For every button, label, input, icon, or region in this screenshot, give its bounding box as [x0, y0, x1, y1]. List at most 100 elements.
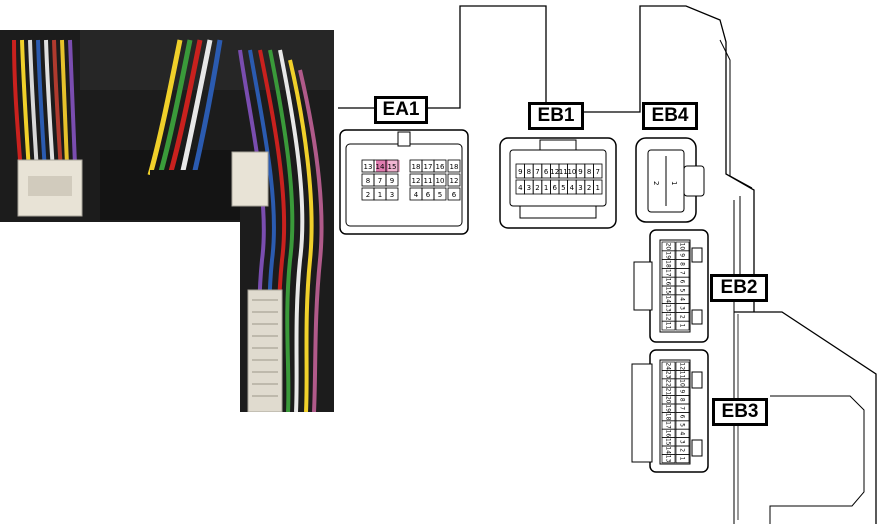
- ea1-pin-3: 3: [390, 191, 394, 199]
- ea1-pin-12: 12: [450, 177, 459, 185]
- eb1-pin-4: 4: [518, 184, 523, 192]
- eb1-pin-6: 6: [552, 184, 557, 192]
- eb3-pin-4: 4: [679, 431, 686, 435]
- label-eb3: EB3: [712, 398, 768, 426]
- eb2-pin-7: 7: [679, 271, 686, 275]
- eb3-pin-10: 10: [679, 379, 686, 387]
- ea1-pin-12: 12: [412, 177, 421, 185]
- eb1-pin-4: 4: [570, 184, 575, 192]
- connector-eb4: 2 1: [635, 137, 705, 223]
- eb1-pin-12: 12: [550, 168, 559, 176]
- ea1-pin-5: 5: [438, 191, 442, 199]
- ea1-pin-17: 17: [424, 163, 433, 171]
- eb2-pin-1: 1: [679, 324, 686, 328]
- ea1-pin-18: 18: [450, 163, 459, 171]
- eb2-pin-15: 15: [665, 287, 672, 295]
- ea1-pin-16: 16: [436, 163, 445, 171]
- label-eb1: EB1: [528, 102, 584, 130]
- eb3-pin-24: 24: [665, 362, 672, 370]
- eb2-pin-6: 6: [679, 280, 686, 284]
- eb2-pin-13: 13: [665, 304, 672, 312]
- eb3-pin-13: 13: [665, 455, 672, 463]
- eb4-pin-1: 1: [670, 181, 678, 185]
- eb3-pin-19: 19: [665, 404, 672, 412]
- eb1-pin-1: 1: [595, 184, 599, 192]
- eb1-pin-3: 3: [578, 184, 582, 192]
- eb2-pin-20: 20: [665, 243, 672, 251]
- eb3-pin-1: 1: [679, 457, 686, 461]
- eb3-pin-5: 5: [679, 423, 686, 427]
- eb1-pin-8: 8: [587, 168, 591, 176]
- eb3-pin-6: 6: [679, 415, 686, 419]
- eb3-pin-15: 15: [665, 438, 672, 446]
- ea1-pin-13: 13: [364, 163, 373, 171]
- ea1-highlight-pin-a: [388, 160, 400, 172]
- ea1-pin-14: 14: [376, 163, 385, 171]
- eb3-pin-21: 21: [665, 388, 672, 396]
- eb2-pin-14: 14: [665, 295, 672, 303]
- label-eb2: EB2: [710, 274, 768, 302]
- ea1-pin-4: 4: [414, 191, 419, 199]
- eb3-pin-22: 22: [665, 379, 672, 387]
- ea1-pin-6: 6: [452, 191, 457, 199]
- eb1-pin-10: 10: [567, 168, 576, 176]
- eb2-pin-12: 12: [665, 313, 672, 321]
- eb4-pin-2: 2: [652, 181, 660, 185]
- eb1-pin-8: 8: [527, 168, 531, 176]
- eb1-pin-9: 9: [578, 168, 582, 176]
- eb2-pin-2: 2: [679, 315, 686, 319]
- ea1-pin-1: 1: [378, 191, 382, 199]
- eb3-pin-12: 12: [679, 362, 686, 370]
- ea1-pin-18: 18: [412, 163, 421, 171]
- eb1-pin-2: 2: [587, 184, 591, 192]
- eb3-pin-3: 3: [679, 440, 686, 444]
- eb3-pin-20: 20: [665, 396, 672, 404]
- eb2-pin-16: 16: [665, 278, 672, 286]
- ea1-pin-15: 15: [388, 163, 397, 171]
- eb2-pin-11: 11: [665, 322, 672, 330]
- ea1-pin-8: 8: [366, 177, 370, 185]
- eb1-pin-7: 7: [595, 168, 599, 176]
- eb2-pin-9: 9: [679, 253, 686, 257]
- ea1-pin-10: 10: [436, 177, 445, 185]
- wire-harness-photo: [0, 30, 334, 412]
- eb2-pin-18: 18: [665, 260, 672, 268]
- eb1-pin-7: 7: [535, 168, 539, 176]
- eb2-pin-17: 17: [665, 269, 672, 277]
- label-ea1: EA1: [374, 96, 428, 124]
- eb3-pin-14: 14: [665, 446, 672, 454]
- ea1-pin-7: 7: [378, 177, 382, 185]
- eb1-pin-2: 2: [535, 184, 539, 192]
- eb2-pin-19: 19: [665, 251, 672, 259]
- eb3-pin-18: 18: [665, 413, 672, 421]
- eb3-pin-9: 9: [679, 389, 686, 393]
- eb2-pin-8: 8: [679, 262, 686, 266]
- eb2-pin-5: 5: [679, 288, 686, 292]
- eb2-pin-10: 10: [679, 243, 686, 251]
- ea1-pin-9: 9: [390, 177, 394, 185]
- ea1-pin-6: 6: [426, 191, 431, 199]
- eb1-pin-6: 6: [544, 168, 549, 176]
- eb3-pin-16: 16: [665, 430, 672, 438]
- eb1-pin-9: 9: [518, 168, 522, 176]
- eb3-pin-17: 17: [665, 421, 672, 429]
- eb3-pin-2: 2: [679, 448, 686, 452]
- eb2-pin-4: 4: [679, 297, 686, 301]
- ea1-pin-2: 2: [366, 191, 370, 199]
- eb1-pin-3: 3: [527, 184, 531, 192]
- ea1-highlight-pin-b: [376, 160, 388, 172]
